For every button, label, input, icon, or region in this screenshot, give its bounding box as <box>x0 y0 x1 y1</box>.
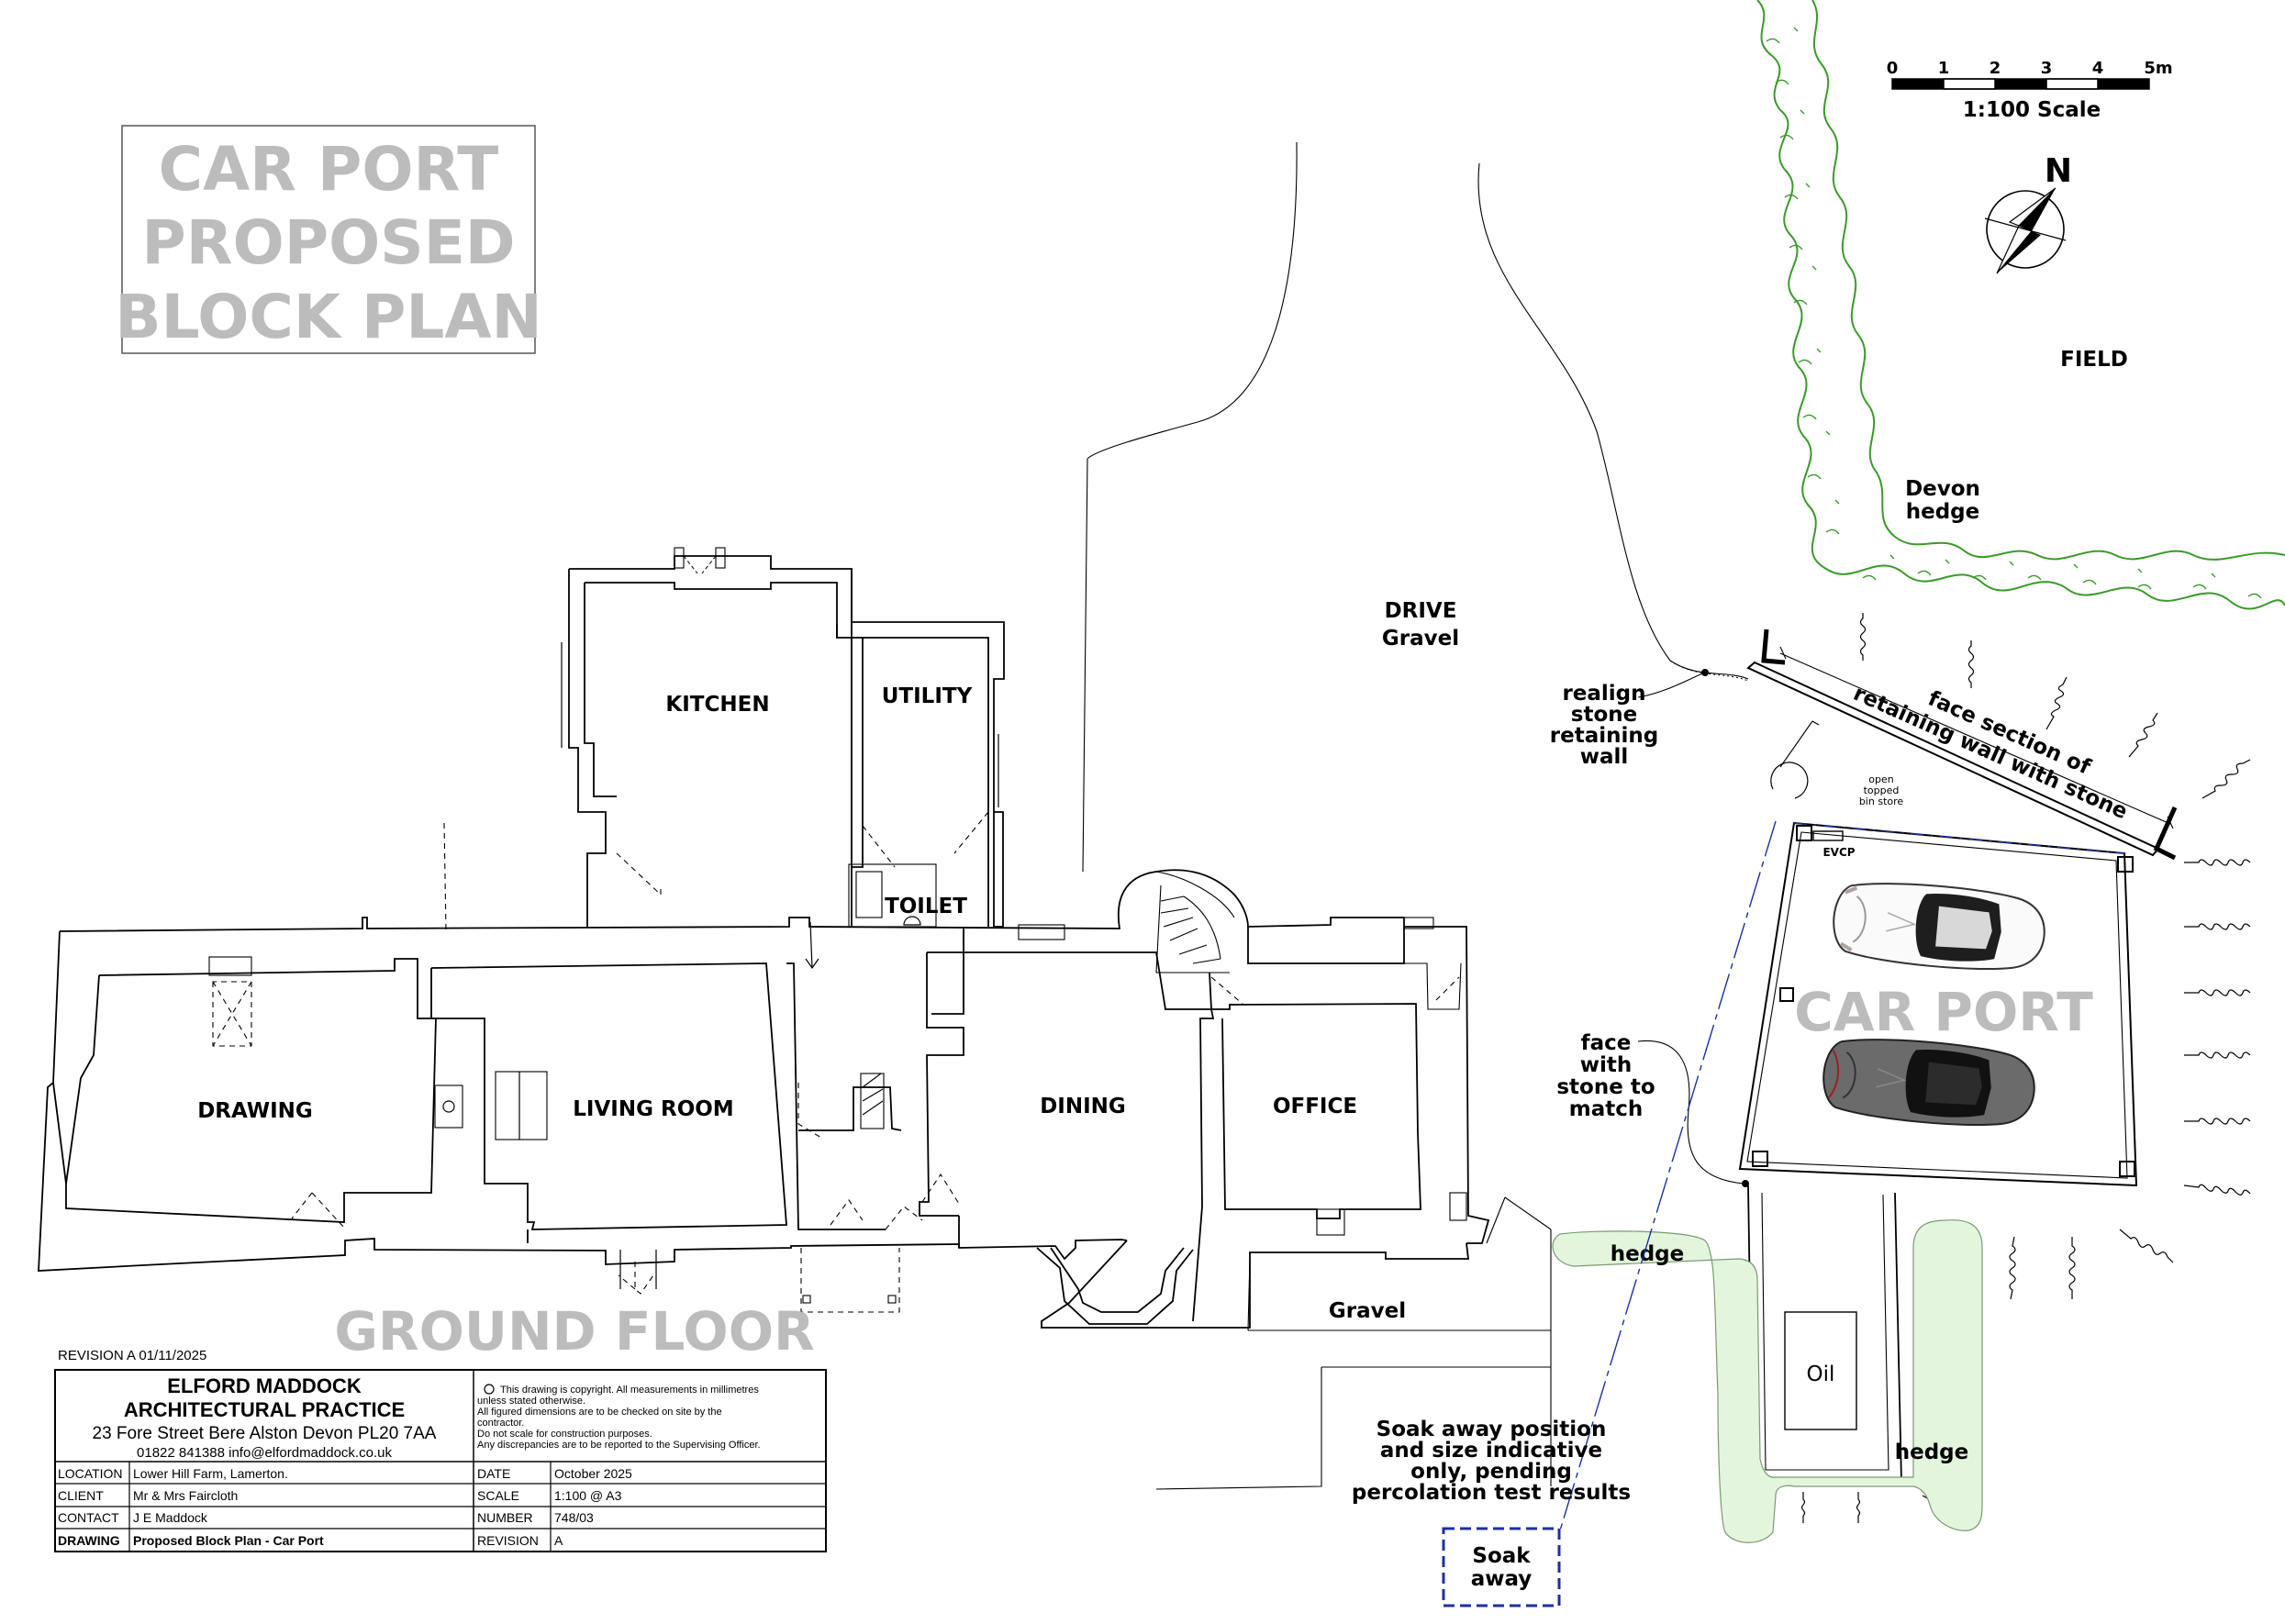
soak-note-3: only, pending <box>1410 1460 1572 1484</box>
soak-label-2: away <box>1471 1567 1533 1591</box>
scale-tick-4: 4 <box>2092 59 2104 78</box>
title-line-3: BLOCK PLAN <box>115 282 541 352</box>
realign-label-4: wall <box>1580 745 1629 769</box>
bin-store: open topped bin store <box>1770 720 1904 807</box>
scale-bar: 0 1 2 3 4 5m 1:100 Scale <box>1887 59 2173 122</box>
realign-wall-note: realign stone retaining wall <box>1550 669 1709 769</box>
row-drawing-value: Proposed Block Plan - Car Port <box>133 1533 324 1548</box>
car-port: EVCP CAR PORT <box>1738 821 2138 1187</box>
note-line-6: Any discrepancies are to be reported to … <box>477 1440 761 1451</box>
devon-hedge-label-1: Devon <box>1905 477 1980 501</box>
row-drawing-key: DRAWING <box>58 1533 120 1548</box>
scale-tick-2: 2 <box>1990 59 2001 78</box>
note-line-2: unless stated otherwise. <box>477 1396 585 1407</box>
row-location-value: Lower Hill Farm, Lamerton. <box>133 1466 288 1481</box>
room-drawing: DRAWING <box>197 1099 313 1123</box>
soak-note-2: and size indicative <box>1380 1439 1602 1463</box>
row-date-value: October 2025 <box>554 1466 632 1481</box>
retaining-wall <box>1746 628 2178 861</box>
bin-label-1: open <box>1868 773 1893 785</box>
title-box: CAR PORT PROPOSED BLOCK PLAN <box>115 125 542 354</box>
row-client-key: CLIENT <box>58 1488 104 1503</box>
firm-name-2: ARCHITECTURAL PRACTICE <box>124 1398 405 1421</box>
car-white-icon <box>1833 883 2045 970</box>
row-client-value: Mr & Mrs Faircloth <box>133 1488 238 1503</box>
face-stone-label-1: face <box>1581 1031 1632 1055</box>
scale-tick-3: 3 <box>2041 59 2053 78</box>
room-office: OFFICE <box>1273 1095 1357 1118</box>
field-label: FIELD <box>2060 348 2128 372</box>
title-line-1: CAR PORT <box>159 134 499 205</box>
copyright-icon <box>484 1384 495 1395</box>
north-arrow-icon: N <box>1984 152 2072 274</box>
car-port-label: CAR PORT <box>1794 981 2093 1043</box>
note-line-3: All figured dimensions are to be checked… <box>477 1407 722 1418</box>
face-stone-note: face with stone to match <box>1556 1031 1749 1187</box>
face-stone-label-4: match <box>1569 1097 1644 1121</box>
room-toilet: TOILET <box>885 895 967 918</box>
bin-label-3: bin store <box>1859 795 1904 807</box>
hedge-label-right: hedge <box>1895 1440 1969 1464</box>
soak-label-1: Soak <box>1472 1544 1531 1568</box>
drive-boundary <box>1082 141 1749 873</box>
gravel-label: Gravel <box>1329 1299 1406 1323</box>
title-line-2: PROPOSED <box>141 207 515 278</box>
car-dark-icon <box>1822 1039 2035 1126</box>
scale-tick-1: 1 <box>1938 59 1950 78</box>
firm-contact: 01822 841388 info@elfordmaddock.co.uk <box>137 1445 392 1461</box>
oil-label: Oil <box>1807 1363 1835 1386</box>
row-date-key: DATE <box>477 1466 510 1481</box>
row-revision-key: REVISION <box>477 1533 539 1548</box>
row-contact-value: J E Maddock <box>133 1510 208 1525</box>
oil-area: Oil <box>1747 1185 1902 1483</box>
evcp-label: EVCP <box>1822 846 1855 859</box>
row-contact-key: CONTACT <box>58 1510 119 1525</box>
soakaway-run: Soak away <box>1442 820 2125 1607</box>
room-kitchen: KITCHEN <box>665 693 769 717</box>
soak-note-1: Soak away position <box>1377 1418 1607 1441</box>
note-line-5: Do not scale for construction purposes. <box>477 1429 652 1440</box>
room-utility: UTILITY <box>882 684 973 708</box>
devon-hedge-label-2: hedge <box>1906 500 1980 524</box>
hedge-label-top: hedge <box>1611 1242 1685 1266</box>
row-scale-value: 1:100 @ A3 <box>554 1488 622 1503</box>
bin-label-2: topped <box>1864 784 1900 796</box>
north-label: N <box>2045 152 2072 190</box>
face-stone-label-3: stone to <box>1556 1075 1655 1099</box>
title-block: REVISION A 01/11/2025 ELFORD MADDOCK ARC… <box>54 1348 827 1552</box>
note-line-4: contractor. <box>477 1418 524 1429</box>
firm-address: 23 Fore Street Bere Alston Devon PL20 7A… <box>93 1424 437 1443</box>
row-scale-key: SCALE <box>477 1488 519 1503</box>
row-number-key: NUMBER <box>477 1510 533 1525</box>
realign-label-3: retaining <box>1550 724 1658 748</box>
face-stone-label-2: with <box>1580 1053 1633 1077</box>
hedge-areas <box>1552 1219 1983 1543</box>
row-number-value: 748/03 <box>554 1510 594 1525</box>
drive-gravel-label: Gravel <box>1382 627 1459 651</box>
firm-name-1: ELFORD MADDOCK <box>167 1374 362 1397</box>
realign-label-1: realign <box>1562 682 1645 706</box>
scale-label: 1:100 Scale <box>1963 98 2101 122</box>
ground-floor-label: GROUND FLOOR <box>334 1300 814 1363</box>
revision-note: REVISION A 01/11/2025 <box>58 1348 206 1363</box>
row-revision-value: A <box>554 1533 563 1548</box>
soakaway-note: Soak away position and size indicative o… <box>1352 1418 1631 1505</box>
note-line-1: This drawing is copyright. All measureme… <box>500 1385 759 1396</box>
devon-hedge <box>1756 0 2285 610</box>
realign-label-2: stone <box>1571 703 1637 727</box>
scale-tick-5: 5m <box>2144 59 2172 78</box>
scale-tick-0: 0 <box>1887 59 1899 78</box>
drive-label: DRIVE <box>1385 599 1457 623</box>
soak-note-4: percolation test results <box>1352 1481 1631 1505</box>
house-floor-plan <box>38 547 1506 1329</box>
room-dining: DINING <box>1040 1095 1126 1118</box>
row-location-key: LOCATION <box>58 1466 123 1481</box>
room-living-room: LIVING ROOM <box>573 1097 733 1121</box>
